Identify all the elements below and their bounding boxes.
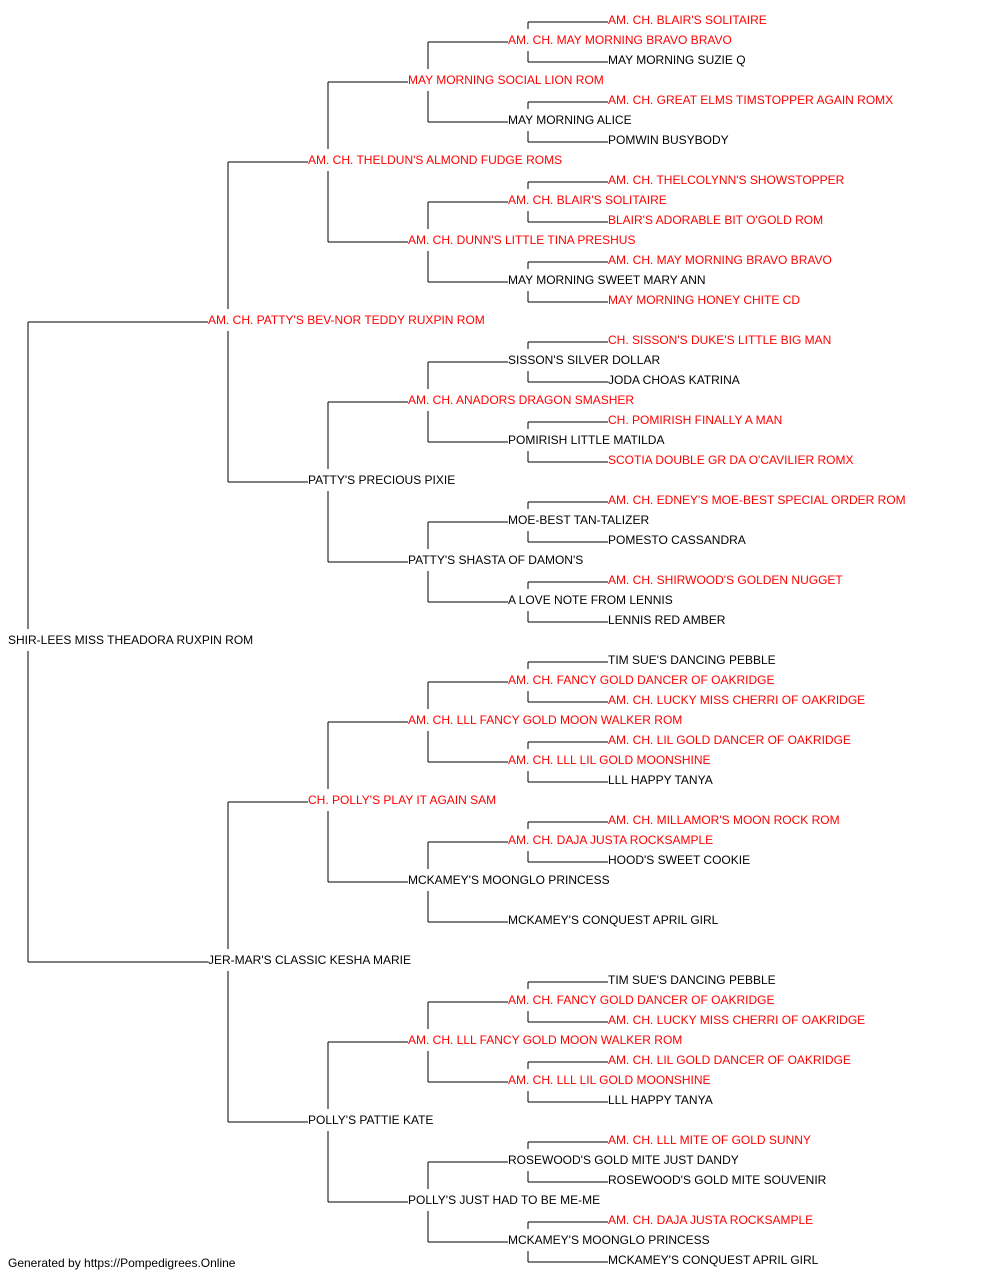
sire-name: AM. CH. THELDUN'S ALMOND FUDGE ROMS xyxy=(308,153,562,167)
sire-name: AM. CH. MAY MORNING BRAVO BRAVO xyxy=(608,253,832,267)
dam-name: AM. CH. LLL LIL GOLD MOONSHINE xyxy=(508,753,711,767)
dam-name: JODA CHOAS KATRINA xyxy=(608,373,740,387)
sire-name: MOE-BEST TAN-TALIZER xyxy=(508,513,649,527)
sire-name: AM. CH. DAJA JUSTA ROCKSAMPLE xyxy=(508,833,713,847)
sire-name: MAY MORNING SOCIAL LION ROM xyxy=(408,73,604,87)
sire-name: AM. CH. PATTY'S BEV-NOR TEDDY RUXPIN ROM xyxy=(208,313,485,327)
sire-name: AM. CH. LIL GOLD DANCER OF OAKRIDGE xyxy=(608,733,851,747)
dam-name: PATTY'S SHASTA OF DAMON'S xyxy=(408,553,583,567)
sire-name: AM. CH. FANCY GOLD DANCER OF OAKRIDGE xyxy=(508,673,774,687)
dam-name: MCKAMEY'S MOONGLO PRINCESS xyxy=(408,873,610,887)
dam-name: BLAIR'S ADORABLE BIT O'GOLD ROM xyxy=(608,213,823,227)
dam-name: MAY MORNING SUZIE Q xyxy=(608,53,746,67)
dam-name: A LOVE NOTE FROM LENNIS xyxy=(508,593,673,607)
sire-name: AM. CH. EDNEY'S MOE-BEST SPECIAL ORDER R… xyxy=(608,493,906,507)
sire-name: AM. CH. SHIRWOOD'S GOLDEN NUGGET xyxy=(608,573,843,587)
dam-name: AM. CH. DUNN'S LITTLE TINA PRESHUS xyxy=(408,233,635,247)
dam-name: MCKAMEY'S MOONGLO PRINCESS xyxy=(508,1233,710,1247)
sire-name: AM. CH. LLL FANCY GOLD MOON WALKER ROM xyxy=(408,713,682,727)
sire-name: AM. CH. MAY MORNING BRAVO BRAVO xyxy=(508,33,732,47)
sire-name: AM. CH. GREAT ELMS TIMSTOPPER AGAIN ROMX xyxy=(608,93,893,107)
sire-name: AM. CH. ANADORS DRAGON SMASHER xyxy=(408,393,634,407)
sire-name: CH. POLLY'S PLAY IT AGAIN SAM xyxy=(308,793,496,807)
dam-name: AM. CH. LLL LIL GOLD MOONSHINE xyxy=(508,1073,711,1087)
sire-name: AM. CH. THELCOLYNN'S SHOWSTOPPER xyxy=(608,173,845,187)
sire-name: CH. POMIRISH FINALLY A MAN xyxy=(608,413,782,427)
dam-name: POLLY'S PATTIE KATE xyxy=(308,1113,433,1127)
dam-name: JER-MAR'S CLASSIC KESHA MARIE xyxy=(208,953,411,967)
dam-name: SCOTIA DOUBLE GR DA O'CAVILIER ROMX xyxy=(608,453,853,467)
dam-name: LENNIS RED AMBER xyxy=(608,613,726,627)
sire-name: AM. CH. BLAIR'S SOLITAIRE xyxy=(608,13,767,27)
sire-name: CH. SISSON'S DUKE'S LITTLE BIG MAN xyxy=(608,333,831,347)
sire-name: TIM SUE'S DANCING PEBBLE xyxy=(608,653,776,667)
dam-name: AM. CH. LUCKY MISS CHERRI OF OAKRIDGE xyxy=(608,693,865,707)
dam-name: HOOD'S SWEET COOKIE xyxy=(608,853,750,867)
sire-name: AM. CH. LIL GOLD DANCER OF OAKRIDGE xyxy=(608,1053,851,1067)
subject-name: SHIR-LEES MISS THEADORA RUXPIN ROM xyxy=(8,633,253,647)
dam-name: POLLY'S JUST HAD TO BE ME-ME xyxy=(408,1193,600,1207)
sire-name: AM. CH. BLAIR'S SOLITAIRE xyxy=(508,193,667,207)
dam-name: MAY MORNING SWEET MARY ANN xyxy=(508,273,706,287)
footer-credit: Generated by https://Pompedigrees.Online xyxy=(8,1256,236,1270)
dam-name: POMWIN BUSYBODY xyxy=(608,133,729,147)
dam-name: MCKAMEY'S CONQUEST APRIL GIRL xyxy=(508,913,719,927)
sire-name: ROSEWOOD'S GOLD MITE JUST DANDY xyxy=(508,1153,739,1167)
dam-name: LLL HAPPY TANYA xyxy=(608,773,713,787)
sire-name: AM. CH. DAJA JUSTA ROCKSAMPLE xyxy=(608,1213,813,1227)
sire-name: AM. CH. LLL MITE OF GOLD SUNNY xyxy=(608,1133,811,1147)
dam-name: POMIRISH LITTLE MATILDA xyxy=(508,433,664,447)
dam-name: MAY MORNING ALICE xyxy=(508,113,632,127)
dam-name: MCKAMEY'S CONQUEST APRIL GIRL xyxy=(608,1253,819,1267)
dam-name: PATTY'S PRECIOUS PIXIE xyxy=(308,473,455,487)
sire-name: AM. CH. FANCY GOLD DANCER OF OAKRIDGE xyxy=(508,993,774,1007)
dam-name: MAY MORNING HONEY CHITE CD xyxy=(608,293,800,307)
sire-name: TIM SUE'S DANCING PEBBLE xyxy=(608,973,776,987)
dam-name: AM. CH. LUCKY MISS CHERRI OF OAKRIDGE xyxy=(608,1013,865,1027)
sire-name: AM. CH. MILLAMOR'S MOON ROCK ROM xyxy=(608,813,840,827)
dam-name: ROSEWOOD'S GOLD MITE SOUVENIR xyxy=(608,1173,827,1187)
dam-name: LLL HAPPY TANYA xyxy=(608,1093,713,1107)
dam-name: POMESTO CASSANDRA xyxy=(608,533,746,547)
sire-name: SISSON'S SILVER DOLLAR xyxy=(508,353,660,367)
sire-name: AM. CH. LLL FANCY GOLD MOON WALKER ROM xyxy=(408,1033,682,1047)
